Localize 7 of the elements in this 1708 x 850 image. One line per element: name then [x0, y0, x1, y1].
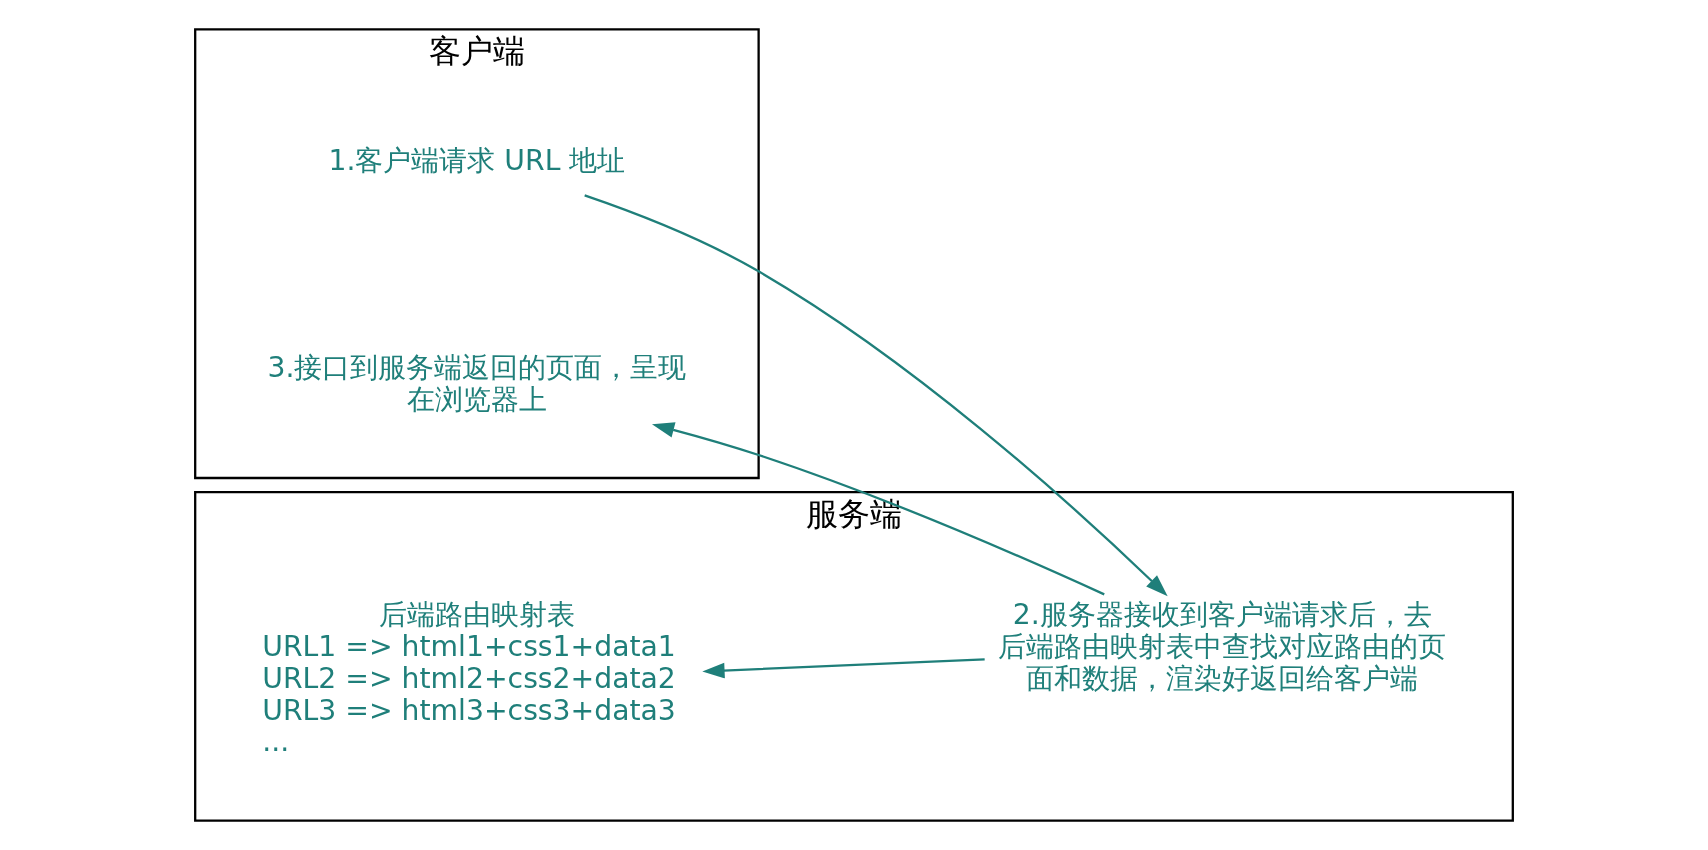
arrow	[702, 658, 985, 679]
node-text: 3.接口到服务端返回的页面，呈现在浏览器上	[267, 350, 687, 416]
arrow	[652, 422, 1105, 596]
arrow	[584, 194, 1168, 597]
node-text: 2.服务器接收到客户端请求后，去后端路由映射表中查找对应路由的页面和数据，渲染好返回给客户端	[998, 598, 1447, 695]
node-text: 1.客户端请求 URL 地址	[328, 144, 626, 178]
node-text: 后端路由映射表 URL1 => html1+css1+data1 URL2 => html2+css2+data2 URL3 => html3+css3+data3 ...	[262, 598, 676, 759]
